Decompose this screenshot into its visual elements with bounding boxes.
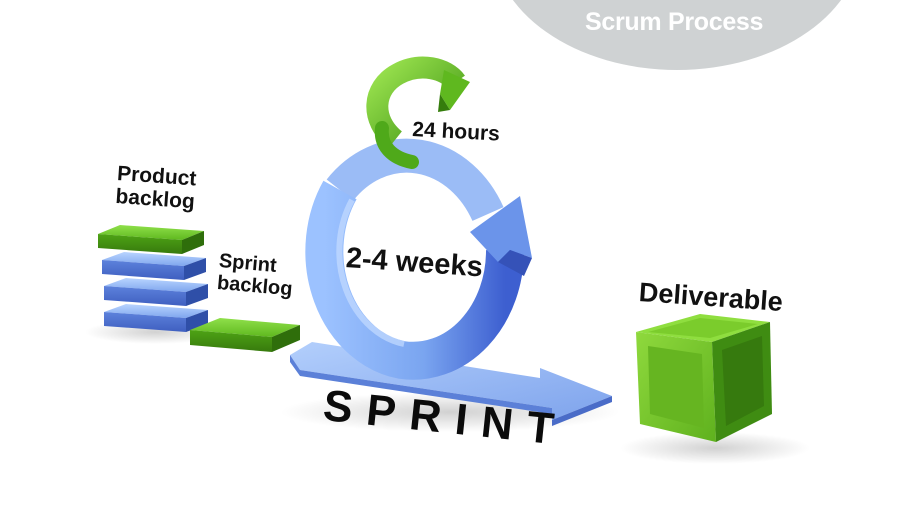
- daily-cycle-arrow: [366, 56, 470, 169]
- daily-cycle-label: 24 hours: [411, 118, 501, 146]
- backlog-layer-1: [98, 225, 204, 254]
- backlog-layer-2: [102, 252, 206, 280]
- product-backlog-label: Product backlog: [115, 162, 197, 214]
- backlog-layer-3: [104, 278, 208, 306]
- page-title: Scrum Process: [585, 8, 764, 36]
- product-backlog-stack: [98, 225, 208, 332]
- sprint-backlog-slab: [190, 318, 300, 352]
- sprint-backlog-label: Sprint backlog: [216, 250, 295, 300]
- deliverable-shadow: [620, 432, 810, 464]
- backlog-layer-4: [104, 304, 208, 332]
- sprint-cycle-arrow: [305, 138, 532, 380]
- deliverable-crate: [636, 314, 772, 442]
